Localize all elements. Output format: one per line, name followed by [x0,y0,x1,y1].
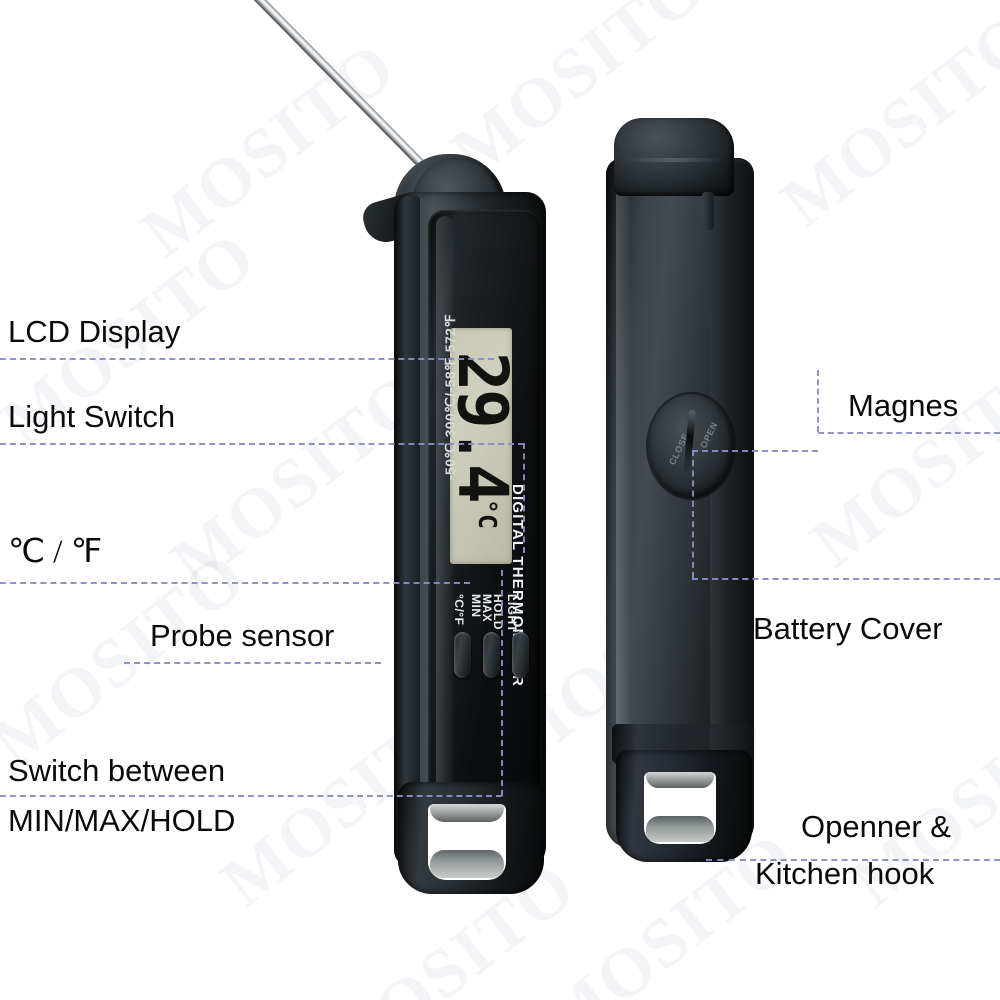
hinge-cap-back [614,118,734,196]
callout-line-probe-sensor [124,662,381,664]
faceplate-highlight [436,216,454,836]
opener-lip-bottom-back [646,816,714,842]
callout-line-light-switch [0,443,524,445]
label-lcd-display: LCD Display [8,314,181,349]
button-caption-light: LIGHT [505,594,519,633]
label-light-switch: Light Switch [8,399,176,434]
hinge-cap-seam [626,158,722,162]
callout-line-magnes [818,432,1000,434]
opener-lip-bottom [430,850,504,878]
callout-line-battery-cover [692,578,1000,580]
label-switch-between: Switch between [8,753,226,788]
lcd-reading: 29.4 [450,351,512,502]
label-battery-cover: Battery Cover [753,611,943,646]
label-min-max-hold: MIN/MAX/HOLD [8,803,236,838]
label-kitchen-hook: Kitchen hook [755,856,935,891]
button-cf[interactable] [454,632,471,678]
device-back-highlight [616,166,630,838]
button-hold-max-min[interactable] [483,632,500,678]
label-probe-sensor: Probe sensor [150,618,335,653]
label-celsius-fahrenheit: ℃ / ℉ [8,534,103,570]
watermark: MOSITO [127,27,411,272]
thermometer-back-view: CLOSE OPEN [600,100,780,890]
watermark: MOSITO [0,537,261,782]
opener-lip-top [430,804,504,822]
watermark: MOSITO [767,0,1000,242]
callout-line-light-switch-vert [523,443,525,553]
device-left-rail [394,196,420,868]
callout-line-switch-minmaxhold [0,795,502,797]
button-caption-min: MIN [469,594,483,618]
battery-cover-open-text: OPEN [698,420,720,450]
callout-line-switch-minmaxhold-vert [501,570,503,796]
callout-line-openner-hook-lead [706,859,746,861]
hinge-nub-back [702,192,714,230]
callout-line-openner-hook [740,859,1000,861]
lcd-unit: °C [473,498,503,529]
label-magnes: Magnes [848,388,959,423]
label-openner: Openner & [801,809,951,844]
thermometer-front-view: 29.4 °C -50℃-300℃/-58℉-572℉ DIGITAL THER… [222,0,566,894]
callout-line-battery-cover-vert [692,450,694,578]
button-caption-cf: °C/°F [452,594,466,626]
lcd-display: 29.4 °C [450,328,512,564]
callout-line-lcd-display [0,358,494,360]
watermark: MOSITO [797,337,1000,582]
callout-line-celsius-fahrenheit [0,582,470,584]
opener-lip-top-back [646,772,714,788]
callout-line-magnes-vert [817,370,819,432]
temperature-range-text: -50℃-300℃/-58℉-572℉ [442,313,458,480]
button-light[interactable] [512,632,529,678]
callout-line-battery-cover-lead [692,450,818,452]
